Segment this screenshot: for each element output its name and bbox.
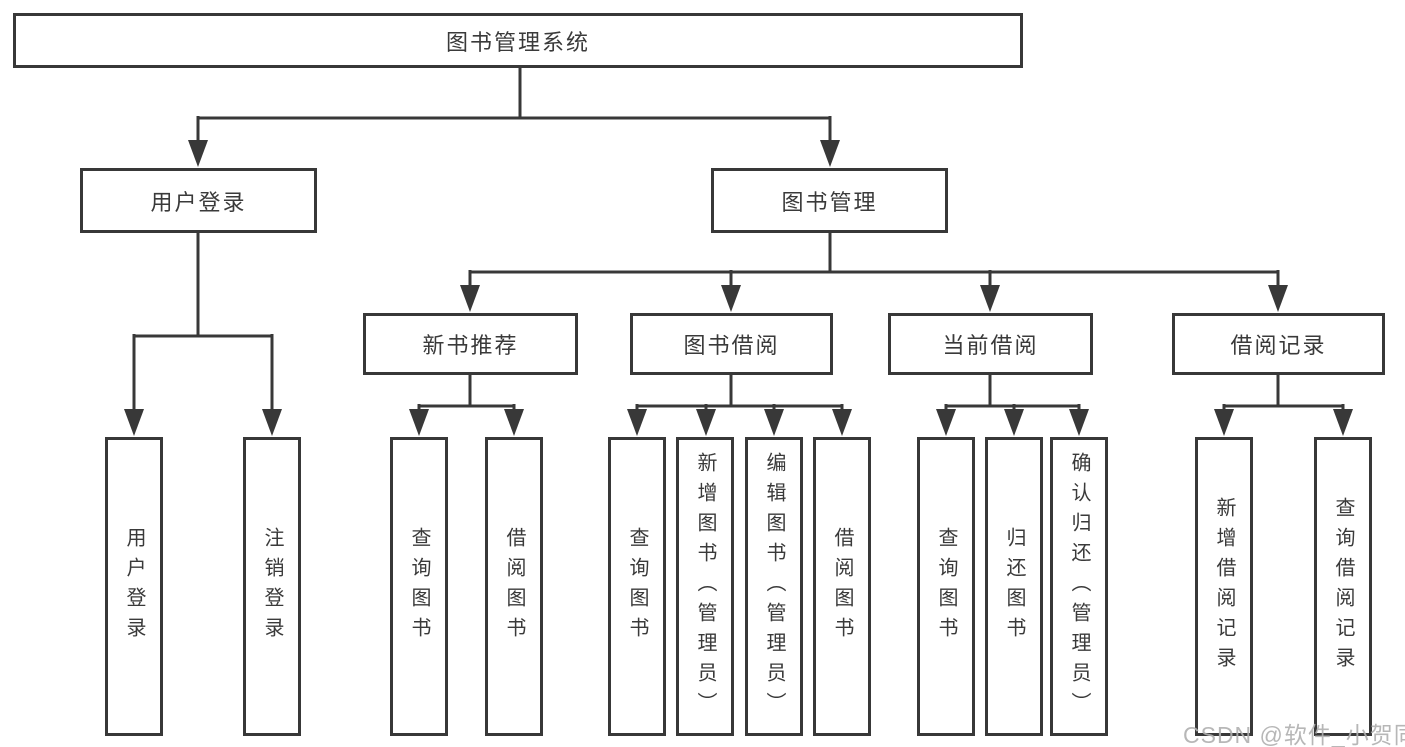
- arrowhead: [124, 409, 144, 436]
- arrowhead: [188, 140, 208, 167]
- node-label: 图书管理系统: [445, 29, 590, 55]
- node-book-management: 图书管理: [711, 168, 948, 233]
- node-label: 新书推荐: [422, 333, 519, 358]
- arrowhead: [460, 285, 480, 312]
- node-borrowing-records: 借阅记录: [1172, 313, 1385, 375]
- node-current-borrowing: 当前借阅: [888, 313, 1093, 375]
- leaf-label: 确认归还（管理员）: [1068, 451, 1090, 722]
- node-user-login: 用户登录: [80, 168, 317, 233]
- arrowhead: [1268, 285, 1288, 312]
- node-new-book-recommendation: 新书推荐: [363, 313, 578, 375]
- arrowhead: [1069, 409, 1089, 436]
- node-library-management-system: 图书管理系统: [13, 13, 1023, 68]
- leaf-add-books-admin: 新增图书（管理员）: [676, 437, 734, 736]
- arrowhead: [980, 285, 1000, 312]
- leaf-query-books-borrow: 查询图书: [608, 437, 666, 736]
- leaf-query-borrow-record: 查询借阅记录: [1314, 437, 1372, 736]
- leaf-label: 新增图书（管理员）: [694, 451, 716, 722]
- leaf-query-books-current: 查询图书: [917, 437, 975, 736]
- arrowhead: [1333, 409, 1353, 436]
- leaf-label: 查询图书: [408, 526, 430, 647]
- leaf-label: 新增借阅记录: [1213, 496, 1235, 677]
- csdn-watermark: CSDN @软件_小贺同学: [1183, 722, 1405, 747]
- leaf-edit-books-admin: 编辑图书（管理员）: [745, 437, 803, 736]
- leaf-add-borrow-record: 新增借阅记录: [1195, 437, 1253, 736]
- leaf-label: 编辑图书（管理员）: [763, 451, 785, 722]
- arrowhead: [409, 409, 429, 436]
- arrowhead: [764, 409, 784, 436]
- connector-path: [132, 67, 1345, 412]
- arrowhead: [1004, 409, 1024, 436]
- arrowhead: [262, 409, 282, 436]
- leaf-label: 归还图书: [1003, 526, 1025, 647]
- arrowhead: [504, 409, 524, 436]
- arrowhead: [832, 409, 852, 436]
- leaf-label: 借阅图书: [503, 526, 525, 647]
- leaf-confirm-return-admin: 确认归还（管理员）: [1050, 437, 1108, 736]
- arrowhead: [721, 285, 741, 312]
- node-book-borrowing: 图书借阅: [630, 313, 833, 375]
- arrowhead: [1214, 409, 1234, 436]
- leaf-borrow-books: 借阅图书: [813, 437, 871, 736]
- node-label: 图书管理: [781, 189, 878, 215]
- leaf-logout-login: 注销登录: [243, 437, 301, 736]
- arrowhead: [936, 409, 956, 436]
- leaf-label: 查询借阅记录: [1332, 496, 1354, 677]
- node-label: 图书借阅: [683, 333, 780, 358]
- leaf-user-login: 用户登录: [105, 437, 163, 736]
- leaf-label: 查询图书: [626, 526, 648, 647]
- leaf-label: 借阅图书: [831, 526, 853, 647]
- arrowhead: [627, 409, 647, 436]
- leaf-label: 查询图书: [935, 526, 957, 647]
- node-label: 用户登录: [150, 189, 247, 215]
- leaf-label: 注销登录: [261, 526, 283, 647]
- leaf-query-books-recommend: 查询图书: [390, 437, 448, 736]
- node-label: 当前借阅: [942, 333, 1039, 358]
- leaf-return-books: 归还图书: [985, 437, 1043, 736]
- leaf-borrow-books-recommend: 借阅图书: [485, 437, 543, 736]
- arrowhead: [820, 140, 840, 167]
- arrowhead: [696, 409, 716, 436]
- node-label: 借阅记录: [1230, 333, 1327, 358]
- leaf-label: 用户登录: [123, 526, 145, 647]
